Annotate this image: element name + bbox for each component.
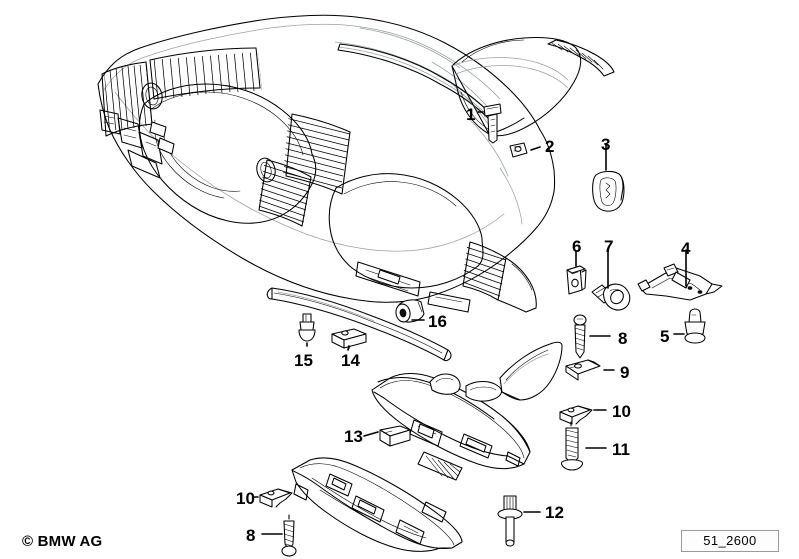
callout-16[interactable]: 16 <box>428 312 447 331</box>
knee-bolster-panel <box>291 457 463 552</box>
callout-10-lower[interactable]: 10 <box>236 489 255 508</box>
callout-8-lower[interactable]: 8 <box>246 526 256 545</box>
callout-6[interactable]: 6 <box>572 237 582 256</box>
part-8b-self-tapping-screw <box>261 514 297 557</box>
part-2-clip-nut <box>509 142 541 158</box>
part-1-expanding-rivet <box>477 103 502 144</box>
part-3-grommet-plug <box>592 143 625 212</box>
part-10-clip-nut-angled <box>559 405 607 425</box>
part-8-self-tapping-screw <box>573 314 611 359</box>
part-7-hex-bolt <box>591 251 631 311</box>
callout-9[interactable]: 9 <box>620 363 630 382</box>
part-11-countersunk-screw <box>561 421 607 471</box>
part-10b-clip-nut-angled <box>253 488 293 508</box>
part-4-mounting-bracket <box>637 249 723 301</box>
callout-2[interactable]: 2 <box>545 137 555 156</box>
bmw-copyright: © BMW AG <box>22 533 103 550</box>
instrument-panel-main <box>97 14 556 313</box>
part-15-push-in-plug <box>298 313 316 347</box>
part-14-clip-plate-small <box>331 328 367 351</box>
callout-8[interactable]: 8 <box>618 329 628 348</box>
vent-slats-c <box>283 117 351 189</box>
vent-slats-b <box>104 64 153 131</box>
callout-10[interactable]: 10 <box>612 402 631 421</box>
callout-5[interactable]: 5 <box>660 327 670 346</box>
dashboard-trim-strip <box>266 287 452 362</box>
callout-14[interactable]: 14 <box>341 351 360 370</box>
vent-slats-d <box>258 163 312 223</box>
part-9-clip-plate <box>565 359 615 381</box>
callout-3[interactable]: 3 <box>601 135 611 154</box>
callout-13[interactable]: 13 <box>344 427 363 446</box>
part-6-square-nut <box>566 251 587 295</box>
callout-1[interactable]: 1 <box>466 105 476 124</box>
callout-12[interactable]: 12 <box>545 503 564 522</box>
vent-slats-e <box>462 245 507 297</box>
vent-slats-a <box>153 52 262 99</box>
part-5-expanding-rivet-large <box>673 308 706 344</box>
diagram-code-label: 51_2600 <box>681 530 779 552</box>
part-16-knob-cap <box>395 299 425 323</box>
callout-4[interactable]: 4 <box>681 239 691 258</box>
callout-7[interactable]: 7 <box>604 237 614 256</box>
airbag-cover-panel <box>451 37 615 137</box>
part-13-retaining-clip <box>363 425 411 447</box>
callout-15[interactable]: 15 <box>294 351 313 370</box>
part-12-long-rivet-pin <box>497 495 541 547</box>
glovebox-assembly <box>371 372 531 481</box>
callout-11[interactable]: 11 <box>612 440 630 459</box>
side-end-cap <box>499 341 563 401</box>
